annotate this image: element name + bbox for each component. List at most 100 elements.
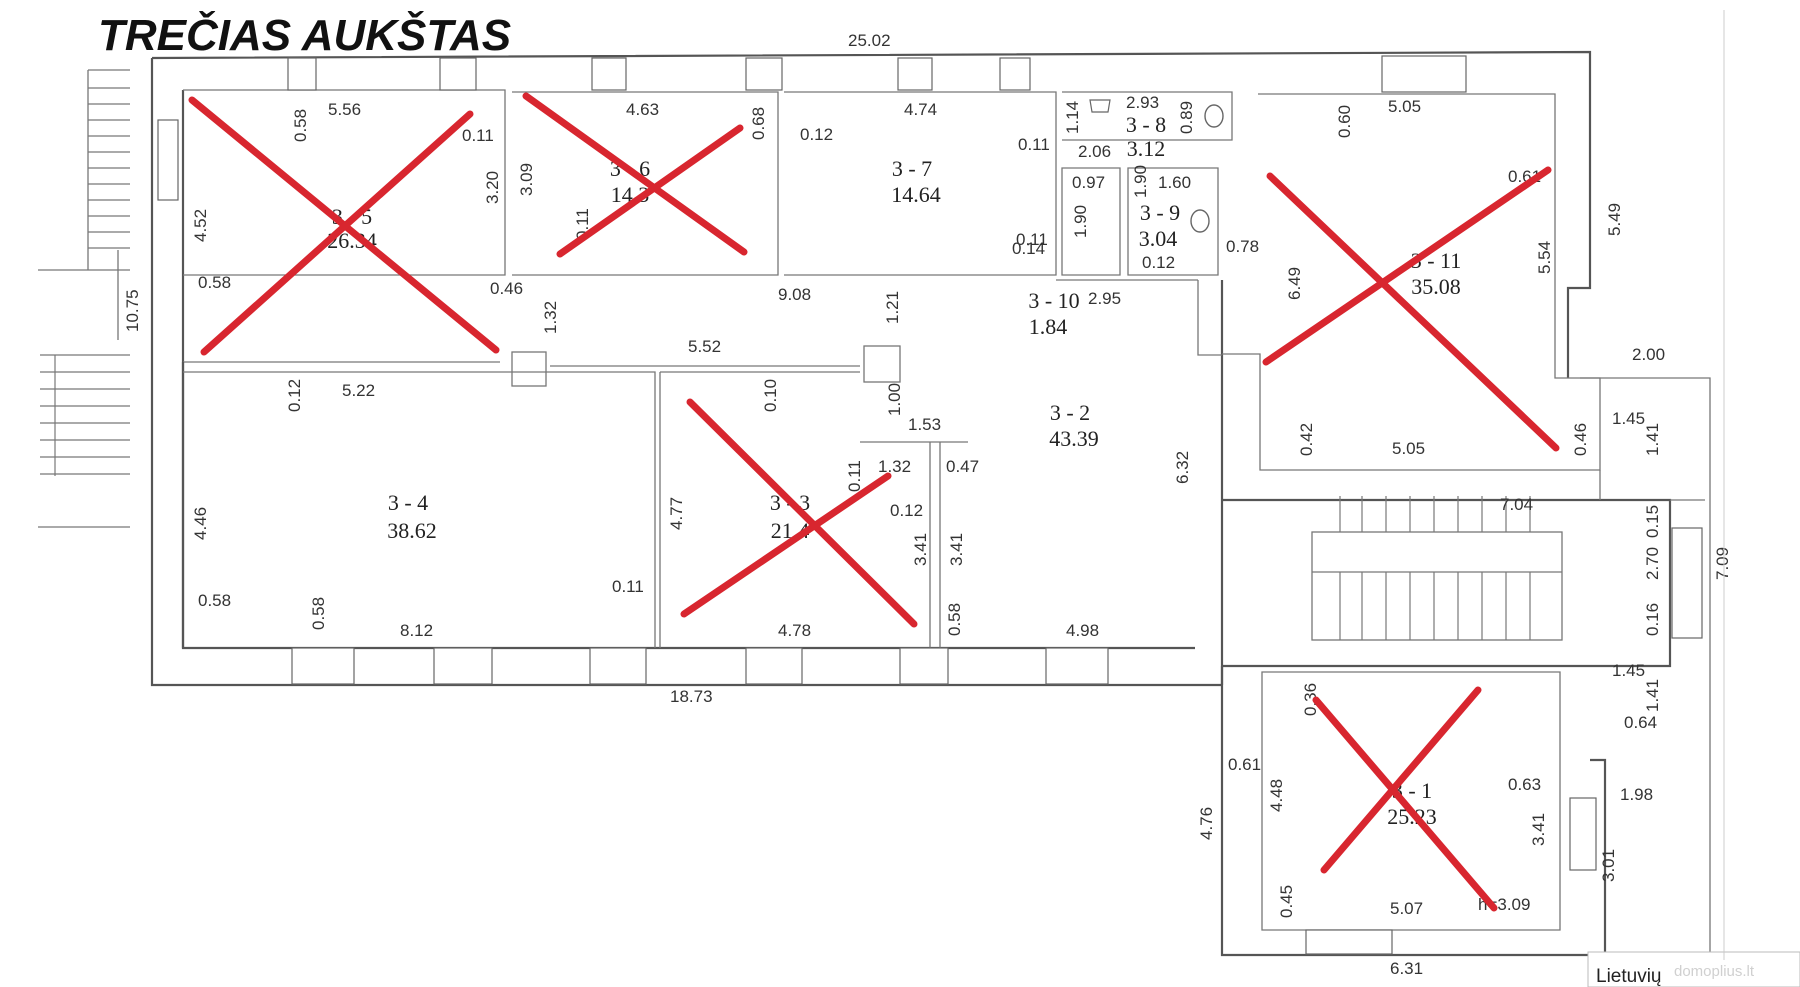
dim-label: 3.01 — [1599, 849, 1618, 882]
cross-marks — [188, 92, 1560, 912]
dim-label: 1.90 — [1131, 165, 1150, 198]
room-id: 3 - 7 — [892, 156, 932, 181]
dim-label: 0.97 — [1072, 173, 1105, 192]
dim-label: 2.95 — [1088, 289, 1121, 308]
dim-label: 1.14 — [1063, 101, 1082, 134]
room-area: 38.62 — [387, 518, 437, 543]
dim-label: 5.54 — [1535, 241, 1554, 274]
dim-label: 18.73 — [670, 687, 713, 706]
dim-label: 0.11 — [1018, 135, 1050, 154]
dim-label: 0.11 — [845, 460, 864, 492]
dim-label: 5.52 — [688, 337, 721, 356]
dim-label: 0.14 — [1012, 239, 1045, 258]
dim-label: 0.46 — [490, 279, 523, 298]
dim-label: 1.53 — [908, 415, 941, 434]
dim-label: 1.60 — [1158, 173, 1191, 192]
dim-label: 4.76 — [1197, 807, 1216, 840]
dim-label: 2.93 — [1126, 93, 1159, 112]
street-label: Lietuvių — [1596, 966, 1662, 987]
dim-label: 0.15 — [1643, 505, 1662, 538]
dim-label: 4.48 — [1267, 779, 1286, 812]
cross-mark-room-3-11 — [1262, 166, 1560, 452]
dim-label: 0.63 — [1508, 775, 1541, 794]
room-area: 43.39 — [1049, 426, 1099, 451]
dim-label: 0.58 — [945, 603, 964, 636]
dim-label: 4.78 — [778, 621, 811, 640]
dim-label: 1.21 — [883, 291, 902, 324]
dim-label: 3.09 — [517, 163, 536, 196]
dim-label: 0.46 — [1571, 423, 1590, 456]
dim-label: 1.32 — [541, 301, 560, 334]
dim-label: 5.07 — [1390, 899, 1423, 918]
cross-mark-room-3-1 — [1312, 686, 1498, 912]
dim-label: 0.12 — [285, 379, 304, 412]
room-area: 35.08 — [1411, 274, 1461, 299]
dim-label: 0.11 — [612, 577, 644, 596]
building-walls — [150, 50, 1711, 970]
dim-label: 1.45 — [1612, 409, 1645, 428]
dim-label: 2.70 — [1643, 547, 1662, 580]
dim-label: 5.22 — [342, 381, 375, 400]
room-id: 3 - 9 — [1140, 200, 1180, 225]
dim-label: 1.41 — [1643, 679, 1662, 712]
room-3-8: 3 - 8 3.12 — [1126, 112, 1166, 161]
dim-label: 0.47 — [946, 457, 979, 476]
central-stair — [1311, 496, 1563, 641]
dim-label: 7.09 — [1713, 547, 1732, 580]
toilet-icons — [1089, 99, 1224, 233]
dim-label: 0.11 — [1016, 230, 1048, 249]
dim-label: 4.77 — [667, 497, 686, 530]
cross-mark-room-3-6 — [522, 92, 748, 258]
room-area: 3.04 — [1139, 226, 1178, 251]
room-id: 3 - 4 — [388, 490, 428, 515]
dim-label: 0.11 — [462, 126, 494, 145]
dim-label: 6.49 — [1285, 267, 1304, 300]
dim-label: 0.12 — [1142, 253, 1175, 272]
room-area: 14.64 — [891, 182, 941, 207]
room-area: 3.12 — [1127, 136, 1166, 161]
dim-label: 0.58 — [198, 273, 231, 292]
room-id: 3 - 2 — [1050, 400, 1090, 425]
dim-label: 0.42 — [1297, 423, 1316, 456]
dim-label: 0.68 — [749, 107, 768, 140]
dim-label: 0.36 — [1301, 683, 1320, 716]
dim-label: 0.89 — [1177, 101, 1196, 134]
dim-label: 1.90 — [1071, 205, 1090, 238]
dim-label: 1.98 — [1620, 785, 1653, 804]
street-label-box: Lietuvių domoplius.lt — [1587, 951, 1800, 987]
dim-label: 4.74 — [904, 100, 937, 119]
dim-label: 0.61 — [1228, 755, 1261, 774]
cross-mark-room-3-5 — [188, 96, 500, 356]
dim-label: 0.58 — [309, 597, 328, 630]
dim-label: 6.32 — [1173, 451, 1192, 484]
dim-label: 9.08 — [778, 285, 811, 304]
dim-label: 3.41 — [947, 533, 966, 566]
dim-label: 7.04 — [1500, 495, 1533, 514]
dim-label: 2.06 — [1078, 142, 1111, 161]
room-3-11: 3 - 11 35.08 — [1411, 248, 1462, 299]
dimension-labels: 25.02 5.56 0.58 0.11 3.20 3.09 4.63 0.68… — [123, 31, 1732, 978]
dim-label: 3.41 — [1529, 813, 1548, 846]
room-id: 3 - 10 — [1028, 288, 1079, 313]
left-exterior-stairs — [38, 69, 130, 528]
dim-label: 0.45 — [1277, 885, 1296, 918]
watermark-text: domoplius.lt — [1674, 963, 1755, 980]
dim-label: 0.78 — [1226, 237, 1259, 256]
room-3-7: 3 - 7 14.64 — [891, 156, 941, 207]
dim-label: 1.32 — [878, 457, 911, 476]
dim-label: 5.56 — [328, 100, 361, 119]
room-area: 1.84 — [1029, 314, 1068, 339]
room-id: 3 - 8 — [1126, 112, 1166, 137]
dim-label: 0.60 — [1335, 105, 1354, 138]
windows — [157, 55, 1703, 955]
dim-label: 10.75 — [123, 289, 142, 332]
dim-label: 0.58 — [198, 591, 231, 610]
dim-label: 1.00 — [885, 383, 904, 416]
dim-label: 1.45 — [1612, 661, 1645, 680]
dim-label: 0.16 — [1643, 603, 1662, 636]
room-3-10: 3 - 10 1.84 — [1028, 288, 1079, 339]
plan-title: TREČIAS AUKŠTAS — [98, 9, 511, 60]
dim-label: 5.49 — [1605, 203, 1624, 236]
dim-label: 2.00 — [1632, 345, 1665, 364]
dim-label: 0.12 — [800, 125, 833, 144]
